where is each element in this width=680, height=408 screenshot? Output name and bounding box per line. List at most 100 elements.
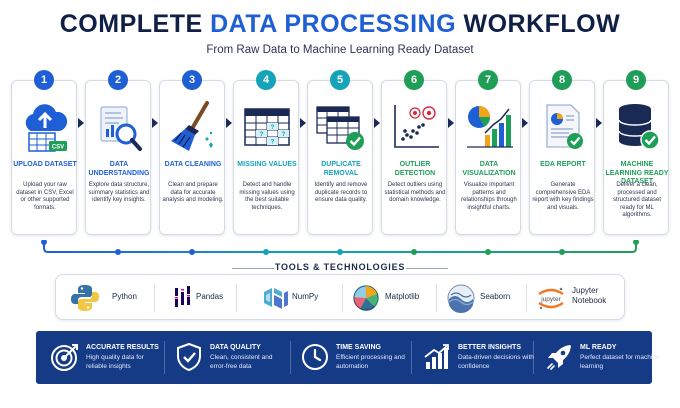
missing-mark: ? [271,124,275,131]
step-card: DATA CLEANING Clean and prepare data for… [159,80,225,235]
step-eda-report: EDA REPORT Generate comprehensive EDA re… [529,70,595,235]
step-card: MACHINE LEARNING READY DATASET Deliver a… [603,80,669,235]
arrow-right-icon [521,118,529,128]
step-data-cleaning: DATA CLEANING Clean and prepare data for… [159,70,225,235]
benefit-title: ML READY [580,344,617,351]
step-title: UPLOAD DATASET [13,161,77,168]
arrow-right-icon [77,118,85,128]
title-part-workflow: WORKFLOW [456,10,621,38]
jupyter-logo-icon: jupyter [536,283,566,313]
step-machine-learning-ready-dataset: MACHINE LEARNING READY DATASET Deliver a… [603,70,669,235]
benefit-title: DATA QUALITY [210,344,261,351]
benefit-data-quality: DATA QUALITY Clean, consistent and error… [174,331,284,384]
step-card: DATA VISUALIZATION Visualize important p… [455,80,521,235]
step-data-understanding: DATA UNDERSTANDING Explore data structur… [85,70,151,235]
tool-jupyter-notebook: jupyter Jupyter Notebook [536,275,626,321]
title-part-data-processing: DATA PROCESSING [210,10,457,38]
divider-line [406,268,448,269]
step-card: ? ? ? ? MISSING VALUES Detect and handle… [233,80,299,235]
cloud-upload-csv-icon: CSV [15,95,75,157]
target-icon [50,342,80,372]
tool-label: Pandas [196,292,224,301]
step-description: Identify and remove duplicate records to… [314,182,368,204]
shield-check-icon [174,342,204,372]
step-number-badge: 8 [552,70,572,90]
step-description: Clean and prepare data for accurate anal… [162,182,224,204]
tool-label: Python [112,292,137,301]
benefit-description: High quality data for reliable insights [86,354,144,370]
benefit-ml-ready: ML READY Perfect dataset for machine lea… [544,331,660,384]
tool-python: Python [70,275,150,321]
tool-matplotlib: Matplotlib [351,275,436,321]
benefit-title: ACCURATE RESULTS [86,344,159,351]
timeline-dot [633,240,639,245]
benefit-divider [290,341,291,374]
benefit-title: TIME SAVING [336,344,381,351]
benefit-description: Perfect dataset for machine learning [580,354,660,370]
report-check-icon [533,95,593,157]
arrow-right-icon [373,118,381,128]
step-card: OUTLIER DETECTION Detect outliers using … [381,80,447,235]
benefit-title: BETTER INSIGHTS [458,344,522,351]
tool-divider [436,284,437,312]
arrow-right-icon [595,118,603,128]
missing-mark: ? [282,131,286,138]
missing-mark: ? [260,131,264,138]
tool-divider [342,284,343,312]
seaborn-logo-icon [446,283,476,313]
clock-icon [300,342,330,372]
benefit-description: Data-driven decisions with confidence [458,354,534,370]
step-title: EDA REPORT [540,161,586,168]
step-upload-dataset: CSV UPLOAD DATASET Upload your raw datas… [11,70,77,235]
tool-divider [236,284,237,312]
arrow-right-icon [299,118,307,128]
step-title: DATA CLEANING [164,161,222,168]
timeline-dot [337,249,343,255]
tool-divider [154,284,155,312]
timeline-dot [263,249,269,255]
tool-divider [526,284,527,312]
step-card: CSV UPLOAD DATASET Upload your raw datas… [11,80,77,235]
workflow-steps: CSV UPLOAD DATASET Upload your raw datas… [11,70,671,235]
bar-growth-icon [422,342,452,372]
step-number-badge: 2 [108,70,128,90]
progress-timeline [40,240,640,260]
step-data-visualization: DATA VISUALIZATION Visualize important p… [455,70,521,235]
arrow-right-icon [225,118,233,128]
table-missing-values-icon: ? ? ? ? [237,95,297,157]
step-card: DUPLICATE REMOVAL Identify and remove du… [307,80,373,235]
scatter-outlier-icon [385,95,445,157]
jupyter-logo-text: jupyter [540,296,561,303]
tools-heading: TOOLS & TECHNOLOGIES [274,262,406,272]
missing-mark: ? [271,139,275,146]
benefit-accurate-results: ACCURATE RESULTS High quality data for r… [50,331,160,384]
csv-tag: CSV [52,145,64,151]
step-number-badge: 5 [330,70,350,90]
tool-label: Matplotlib [385,292,420,301]
tool-label: NumPy [292,292,319,301]
python-logo-icon [70,283,100,313]
step-description: Upload your raw dataset in CSV, Excel or… [16,182,74,211]
step-number-badge: 7 [478,70,498,90]
benefit-better-insights: BETTER INSIGHTS Data-driven decisions wi… [422,331,534,384]
step-missing-values: ? ? ? ? MISSING VALUES Detect and handle… [233,70,299,235]
step-title: DUPLICATE REMOVAL [321,161,361,177]
benefit-divider [164,341,165,374]
tool-label: Jupyter Notebook [572,286,607,305]
step-title: MACHINE LEARNING READY DATASET [605,161,669,185]
benefit-description: Clean, consistent and error-free data [210,354,273,370]
step-card: EDA REPORT Generate comprehensive EDA re… [529,80,595,235]
duplicate-tables-check-icon [311,95,371,157]
page-subtitle: From Raw Data to Machine Learning Ready … [206,44,474,56]
step-description: Detect outliers using statistical method… [384,182,446,204]
timeline-dot [411,249,417,255]
tool-seaborn: Seaborn [446,275,526,321]
timeline-dot [485,249,491,255]
step-description: Deliver a clean, processed and structure… [612,182,662,219]
numpy-logo-icon [260,283,290,313]
rocket-icon [544,342,574,372]
step-number-badge: 9 [626,70,646,90]
benefits-banner: ACCURATE RESULTS High quality data for r… [36,331,660,384]
tool-numpy: NumPy [260,275,340,321]
timeline-dot [559,249,565,255]
